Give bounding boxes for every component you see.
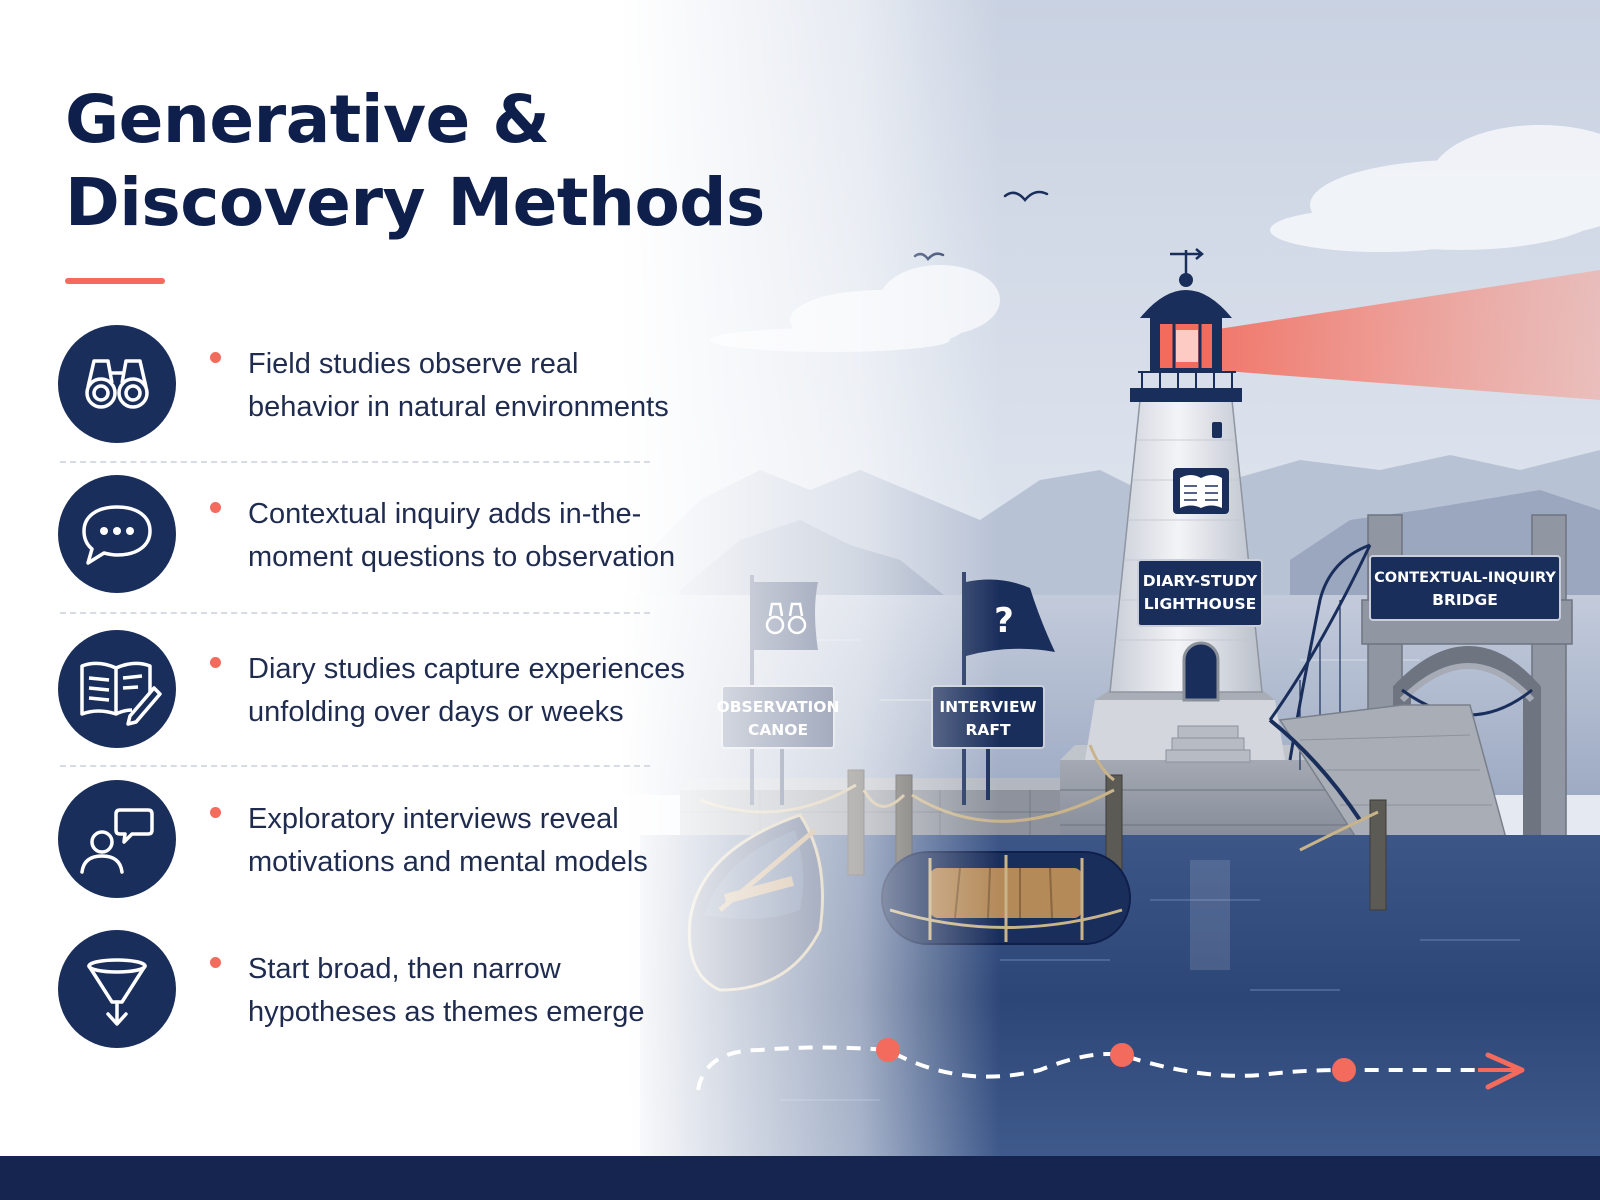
canoe-sign-line2: CANOE bbox=[748, 721, 808, 739]
title-accent-rule bbox=[65, 278, 165, 284]
lighthouse-sign-line2: LIGHTHOUSE bbox=[1144, 595, 1256, 613]
binoculars-icon bbox=[58, 325, 176, 443]
bullet-dot bbox=[210, 657, 221, 668]
list-item-contextual-inquiry: Contextual inquiry adds in-the-moment qu… bbox=[58, 475, 675, 605]
page-title: Generative & Discovery Methods bbox=[65, 78, 785, 244]
title-line-1: Generative & bbox=[65, 81, 550, 158]
bullet-dot bbox=[210, 502, 221, 513]
speech-bubble-icon bbox=[58, 475, 176, 593]
bridge-sign-line1: CONTEXTUAL-INQUIRY bbox=[1374, 570, 1556, 586]
journal-pencil-icon bbox=[58, 630, 176, 748]
list-item-text: Contextual inquiry adds in-the-moment qu… bbox=[248, 498, 676, 573]
title-line-2: Discovery Methods bbox=[65, 164, 765, 241]
person-speech-icon bbox=[58, 780, 176, 898]
raft-sign-line2: RAFT bbox=[965, 721, 1011, 739]
divider bbox=[60, 765, 650, 767]
funnel-icon bbox=[58, 930, 176, 1048]
lighthouse-sign-line1: DIARY-STUDY bbox=[1143, 572, 1258, 590]
footer-bar bbox=[0, 1156, 1600, 1200]
canoe-sign-line1: OBSERVATION bbox=[717, 698, 840, 716]
bullet-dot bbox=[210, 957, 221, 968]
divider bbox=[60, 612, 650, 614]
raft-sign-line1: INTERVIEW bbox=[939, 698, 1036, 716]
bullet-dot bbox=[210, 352, 221, 363]
book-emblem-icon bbox=[1173, 468, 1229, 514]
bullet-dot bbox=[210, 807, 221, 818]
divider bbox=[60, 461, 650, 463]
bridge-sign-line2: BRIDGE bbox=[1432, 591, 1498, 609]
